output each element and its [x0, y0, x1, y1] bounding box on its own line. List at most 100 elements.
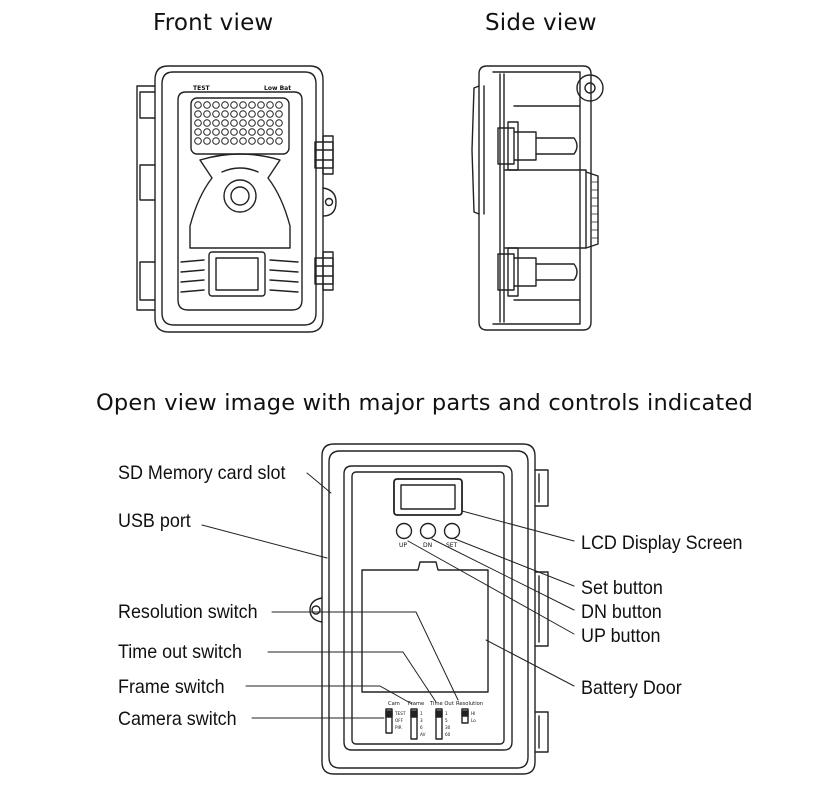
open-strap-tab — [309, 597, 323, 623]
time-out-1-mark: 1 — [445, 711, 448, 716]
battery-door[interactable] — [361, 561, 489, 693]
sd-card-slot-label: SD Memory card slot — [118, 462, 286, 484]
front-strap-hole — [324, 197, 334, 207]
open-middle-hinge — [534, 571, 549, 647]
up-button-label: UP button — [581, 625, 661, 647]
frame-6-mark: 6 — [420, 725, 423, 730]
time-out-switch-knob — [435, 710, 443, 718]
callout-leader-lines — [201, 472, 575, 719]
ir-led-grid — [194, 101, 283, 145]
lcd-display-screen — [393, 478, 463, 516]
dn-button-leader — [431, 538, 575, 611]
time-out-switch-mark: Time Out — [429, 701, 454, 707]
open-panel-face — [351, 471, 505, 745]
set-button-shape[interactable] — [443, 522, 461, 540]
front-view-drawing: TEST Low Bat — [136, 65, 337, 333]
set-button-leader — [454, 538, 575, 587]
front-upper-latch — [314, 135, 334, 175]
front-pir-window-frame — [208, 251, 266, 297]
open-strap-hole — [311, 605, 321, 615]
open-view-drawing: UP DN SET Cam Frame Time Out Resolution … — [201, 443, 575, 775]
battery-door-label: Battery Door — [581, 677, 682, 699]
front-pir-window — [215, 257, 259, 291]
camera-switch[interactable] — [385, 708, 393, 734]
resolution-switch-knob — [461, 710, 469, 717]
frame-switch-label: Frame switch — [118, 676, 225, 698]
time-out-switch[interactable] — [435, 708, 443, 740]
front-face-plate — [177, 91, 303, 311]
front-left-bump-2 — [139, 164, 156, 201]
resolution-lo-mark: Lo — [471, 718, 476, 723]
sd-slot-leader — [306, 472, 332, 494]
side-inner-edge — [492, 71, 581, 325]
up-button-shape[interactable] — [395, 522, 413, 540]
time-out-60-mark: 60 — [445, 732, 451, 737]
set-button-label: Set button — [581, 577, 663, 599]
front-strap-tab — [322, 187, 337, 217]
front-inner-shell — [161, 71, 317, 326]
front-lens-inner — [230, 186, 250, 206]
dn-button-shape[interactable] — [419, 522, 437, 540]
cam-off-mark: OFF — [395, 718, 404, 723]
lcd-leader — [461, 510, 575, 542]
front-left-bump-1 — [139, 91, 156, 119]
side-upper-latch — [497, 121, 578, 171]
front-left-bump-3 — [139, 261, 156, 301]
side-door-panel — [504, 169, 587, 249]
front-left-vents — [180, 259, 205, 293]
dn-button-label: DN button — [581, 601, 662, 623]
frame-av-mark: AV — [420, 732, 426, 737]
front-right-vents — [269, 259, 299, 293]
frame-1-mark: 1 — [420, 711, 423, 716]
time-out-5-mark: 5 — [445, 718, 448, 723]
resolution-hi-mark: HI — [471, 711, 475, 716]
lcd-display-glass — [400, 484, 456, 510]
battery-door-leader — [485, 639, 575, 687]
front-left-grip — [136, 85, 156, 311]
front-low-bat-mark: Low Bat — [264, 85, 291, 92]
side-view-drawing — [471, 65, 604, 331]
side-front-bulge — [471, 85, 480, 215]
camera-switch-knob — [385, 710, 393, 718]
open-upper-hinge — [534, 469, 549, 507]
frame-3-mark: 3 — [420, 718, 423, 723]
cam-pir-mark: PIR — [395, 725, 402, 730]
time-out-switch-label: Time out switch — [118, 641, 242, 663]
usb-port-leader — [201, 524, 328, 559]
open-outer-rim — [328, 450, 529, 769]
resolution-switch-label: Resolution switch — [118, 601, 258, 623]
cam-test-mark: TEST — [394, 711, 406, 716]
front-test-mark: TEST — [193, 85, 211, 92]
resolution-switch-leader — [271, 611, 459, 701]
up-button-mark: UP — [399, 542, 407, 549]
open-outer-housing — [321, 443, 536, 775]
front-outer-shell — [154, 65, 324, 333]
front-view-heading: Front view — [153, 10, 274, 36]
lcd-display-label: LCD Display Screen — [581, 532, 743, 554]
frame-switch-mark: Frame — [408, 701, 424, 707]
front-lens-outer — [223, 179, 257, 213]
set-button-mark: SET — [446, 542, 458, 549]
side-outer-shell — [478, 65, 592, 331]
side-hinge-ridge — [499, 73, 505, 323]
time-out-30-mark: 30 — [445, 725, 451, 730]
open-inner-panel — [343, 465, 513, 751]
open-view-heading: Open view image with major parts and con… — [96, 390, 753, 416]
front-lens-hood — [221, 167, 259, 173]
usb-port-label: USB port — [118, 510, 191, 532]
side-door-flange — [585, 171, 599, 249]
open-lower-hinge — [534, 711, 549, 753]
up-button-leader — [407, 540, 575, 635]
frame-switch-knob — [410, 710, 418, 718]
front-lower-latch — [314, 251, 334, 291]
side-strap-loop-inner — [584, 82, 596, 94]
camera-switch-label: Camera switch — [118, 708, 237, 730]
frame-switch[interactable] — [410, 708, 418, 740]
time-out-switch-leader — [267, 651, 437, 703]
side-view-heading: Side view — [485, 10, 597, 36]
side-strap-loop — [576, 74, 604, 102]
frame-switch-leader — [245, 685, 413, 705]
side-door-ribs — [591, 181, 599, 239]
side-lower-latch — [497, 247, 578, 297]
